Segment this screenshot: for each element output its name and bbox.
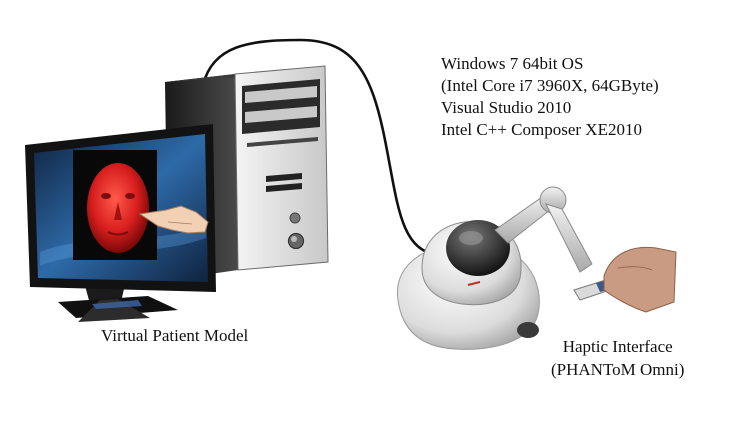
spec-ide: Visual Studio 2010 [441,98,572,117]
virtual-patient-label: Virtual Patient Model [101,326,249,345]
operator-hand-icon [603,246,677,313]
haptic-interface-label: Haptic Interface (PHANToM Omni) [551,336,684,382]
pointing-hand-icon [138,205,209,234]
usb-cable [201,38,439,257]
spec-cpu: (Intel Core i7 3960X, 64GByte) [441,76,659,95]
spec-os: Windows 7 64bit OS [441,54,584,73]
monitor-icon [25,124,216,322]
haptic-label-line1: Haptic Interface [562,337,673,356]
spec-compiler: Intel C++ Composer XE2010 [441,120,642,139]
system-specs: Windows 7 64bit OS (Intel Core i7 3960X,… [441,53,659,141]
haptic-label-line2: (PHANToM Omni) [551,360,685,379]
haptic-device-icon [396,186,677,350]
